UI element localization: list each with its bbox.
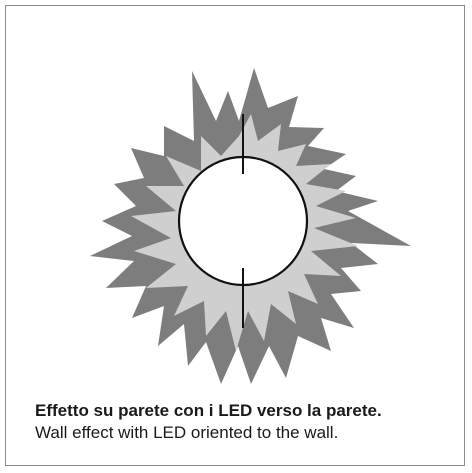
caption-italian: Effetto su parete con i LED verso la par…: [35, 401, 382, 420]
caption: Effetto su parete con i LED verso la par…: [35, 400, 455, 444]
caption-english: Wall effect with LED oriented to the wal…: [35, 423, 339, 442]
figure-panel: Effetto su parete con i LED verso la par…: [5, 5, 465, 466]
led-ring: [177, 155, 309, 287]
wall-effect-diagram: [90, 68, 411, 384]
